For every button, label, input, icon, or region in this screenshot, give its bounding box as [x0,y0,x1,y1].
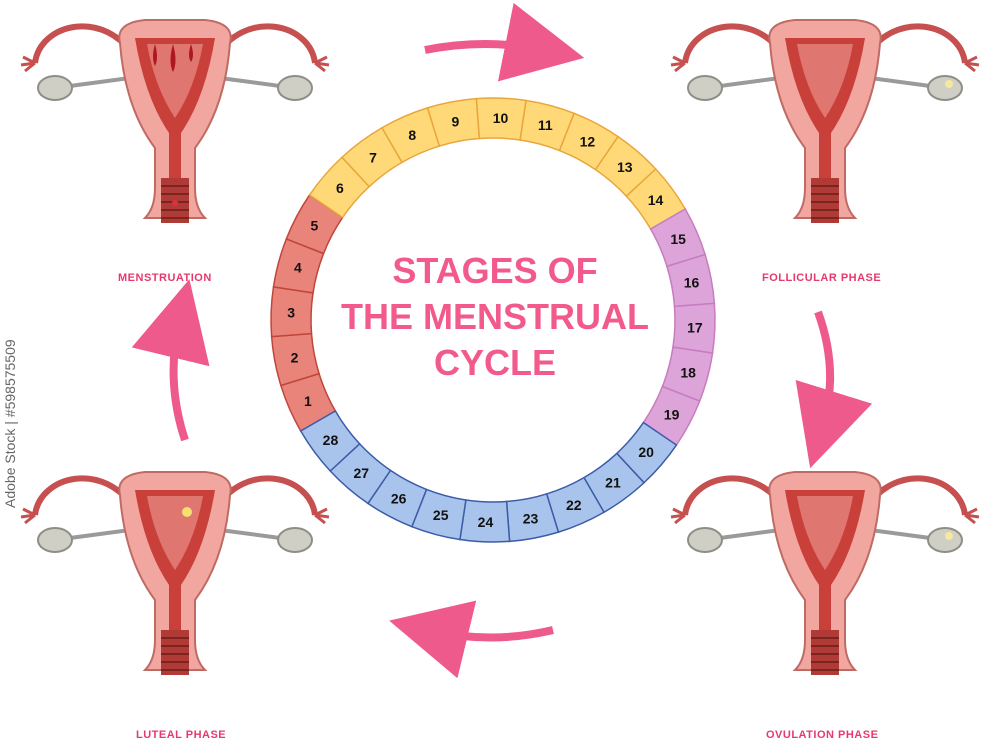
day-number: 11 [538,117,553,133]
day-segment-24: 24 [459,499,511,543]
day-number: 14 [648,192,664,208]
day-number: 7 [369,149,377,165]
ovary-right [927,75,963,101]
arrow-bottom [389,600,554,679]
day-number: 18 [680,364,696,380]
ovary-right [277,527,313,553]
ovary-left [37,527,73,553]
day-number: 4 [294,260,302,276]
day-segment-17: 17 [672,302,716,354]
uterus-ovulation [670,471,980,675]
day-number: 23 [523,510,539,526]
day-segment-26: 26 [366,469,428,528]
day-segment-28: 28 [299,409,361,473]
day-number: 3 [287,304,295,320]
day-number: 2 [291,350,299,366]
day-number: 1 [304,393,312,409]
day-number: 6 [336,180,344,196]
title-line-2: THE MENSTRUAL [341,296,649,337]
day-number: 19 [664,406,680,422]
label-luteal: LUTEAL PHASE [136,729,227,741]
uterus-follicular [670,19,980,223]
day-number: 17 [687,320,703,336]
ovary-left [37,75,73,101]
day-number: 21 [605,475,621,491]
day-number: 27 [353,465,369,481]
day-segment-3: 3 [270,286,314,338]
ovary-right [927,527,963,553]
day-number: 25 [433,507,449,523]
diagram-title: STAGES OF THE MENSTRUAL CYCLE [330,248,660,386]
day-number: 13 [617,159,633,175]
arrow-right [795,310,873,469]
day-number: 24 [478,514,494,530]
day-number: 9 [452,114,460,130]
label-follicular: FOLLICULAR PHASE [762,272,882,284]
day-number: 22 [566,497,582,513]
uterus-luteal [20,471,330,675]
day-number: 20 [638,444,654,460]
day-number: 12 [580,133,596,149]
day-number: 15 [670,231,686,247]
ovary-left [687,527,723,553]
title-line-3: CYCLE [433,342,556,383]
arrow-left [131,279,210,442]
day-number: 8 [408,127,416,143]
ovary-right [277,75,313,101]
day-number: 28 [323,432,339,448]
label-ovulation: OVULATION PHASE [766,729,879,741]
title-line-1: STAGES OF [392,250,598,291]
uterus-menstruation [20,19,330,223]
day-number: 10 [493,110,509,126]
day-number: 16 [684,274,700,290]
day-number: 5 [311,218,319,234]
day-cell [299,409,361,473]
ovary-left [687,75,723,101]
day-number: 26 [391,491,407,507]
arrow-top [424,2,585,82]
day-segment-16: 16 [665,253,716,308]
day-segment-10: 10 [475,97,527,141]
